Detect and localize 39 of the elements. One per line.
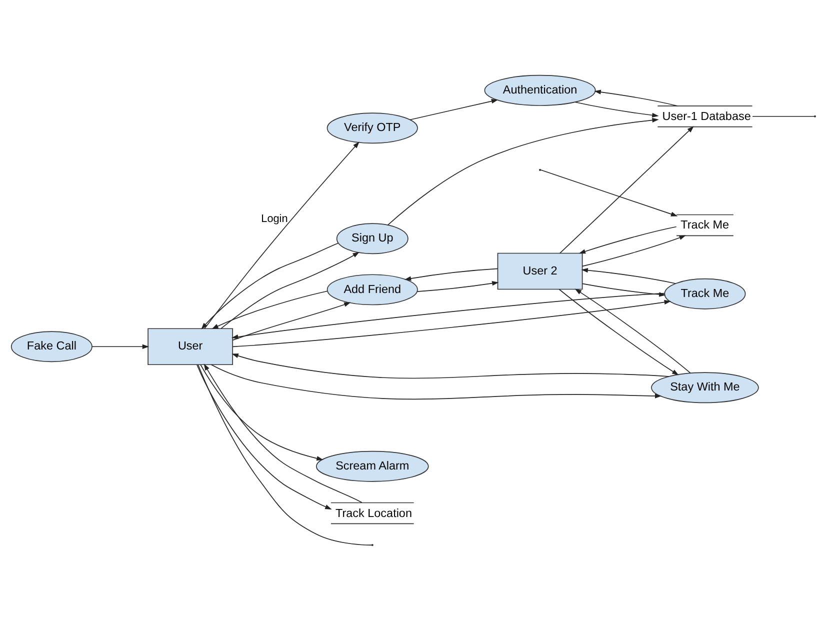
node-text: User-1 Database — [662, 109, 751, 122]
node-box: User — [148, 328, 234, 365]
arrow — [581, 267, 676, 284]
node-ellipse: Fake Call — [10, 330, 92, 362]
arrow — [540, 169, 678, 216]
arrow — [212, 290, 328, 329]
node-ellipse: Verify OTP — [326, 112, 418, 144]
arrow — [558, 288, 679, 375]
node-text: Track Location — [336, 506, 412, 520]
connector — [198, 364, 372, 545]
arrow — [232, 353, 670, 378]
arrow — [582, 282, 666, 296]
arrow — [410, 98, 498, 120]
node-ellipse: Sign Up — [336, 222, 408, 254]
arrow — [92, 344, 150, 348]
arrow — [404, 268, 498, 280]
arrow — [200, 364, 324, 460]
arrow — [220, 251, 360, 328]
arrow — [560, 126, 694, 254]
arrow — [231, 292, 666, 339]
arrow — [232, 299, 672, 347]
arrow — [232, 302, 351, 340]
connector — [752, 115, 815, 116]
arrow — [201, 242, 339, 329]
node-box: User 2 — [497, 252, 583, 290]
node-ellipse: Stay With Me — [651, 372, 759, 403]
arrow — [204, 363, 362, 502]
arrow — [387, 117, 659, 225]
arrow — [574, 101, 659, 118]
arrow — [578, 226, 677, 254]
arrow — [594, 89, 678, 106]
arrow — [210, 364, 662, 400]
arrow — [204, 141, 360, 328]
arrow — [574, 288, 691, 374]
arrow — [196, 364, 332, 509]
edge-label: Login — [261, 212, 288, 225]
arrow — [416, 280, 499, 292]
node-text: Track Me — [680, 218, 730, 232]
arrow — [582, 234, 686, 266]
